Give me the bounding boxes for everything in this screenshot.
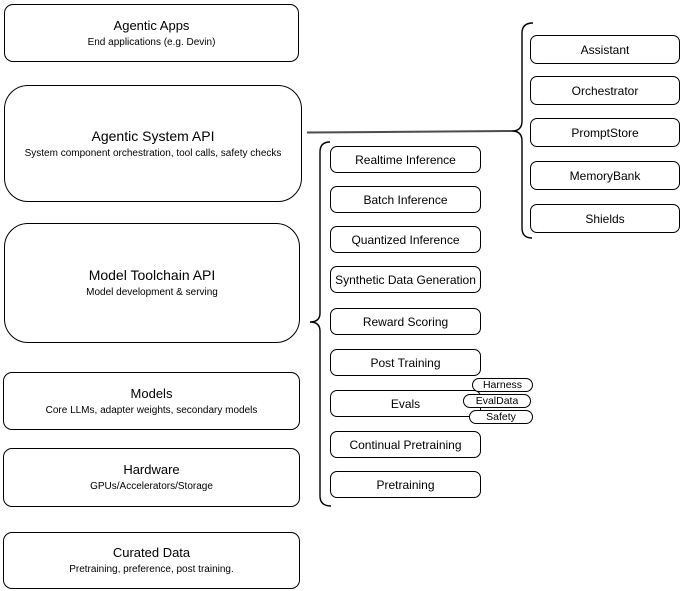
node-subtitle: Core LLMs, adapter weights, secondary mo… [45,404,258,416]
node-title: Agentic System API [91,127,215,144]
node-title: Curated Data [112,545,191,560]
node-continual-pretraining: Continual Pretraining [330,431,481,458]
node-curated-data: Curated Data Pretraining, preference, po… [3,532,300,589]
node-title: Models [130,385,173,401]
node-title: Agentic Apps [113,17,190,33]
node-memorybank: MemoryBank [530,161,680,190]
node-batch-inference: Batch Inference [330,186,481,213]
node-promptstore: PromptStore [530,118,680,147]
toolchain-brace [309,141,332,507]
node-subtitle: End applications (e.g. Devin) [87,36,216,48]
node-realtime-inference: Realtime Inference [330,146,481,173]
node-title: Hardware [123,462,180,477]
node-synthetic-data-generation: Synthetic Data Generation [330,266,481,293]
node-quantized-inference: Quantized Inference [330,226,481,253]
node-title: Model Toolchain API [88,267,216,283]
node-subtitle: Model development & serving [86,287,218,298]
node-pretraining: Pretraining [330,471,481,498]
pill-evaldata: EvalData [463,394,531,408]
node-shields: Shields [530,204,680,233]
node-post-training: Post Training [330,349,481,376]
pill-harness: Harness [472,378,533,392]
node-hardware: Hardware GPUs/Accelerators/Storage [3,448,300,507]
node-subtitle: Pretraining, preference, post training. [69,564,234,575]
pill-safety: Safety [469,410,533,424]
node-subtitle: System component orchestration, tool cal… [24,147,282,159]
agentic-system-connector-line [306,130,513,134]
node-agentic-system-api: Agentic System API System component orch… [4,85,302,202]
node-reward-scoring: Reward Scoring [330,308,481,335]
node-orchestrator: Orchestrator [530,76,680,105]
node-models: Models Core LLMs, adapter weights, secon… [3,372,300,430]
node-evals: Evals [330,390,481,417]
node-subtitle: GPUs/Accelerators/Storage [90,481,213,492]
node-agentic-apps: Agentic Apps End applications (e.g. Devi… [4,4,299,62]
node-assistant: Assistant [530,35,680,64]
node-model-toolchain-api: Model Toolchain API Model development & … [4,223,300,343]
